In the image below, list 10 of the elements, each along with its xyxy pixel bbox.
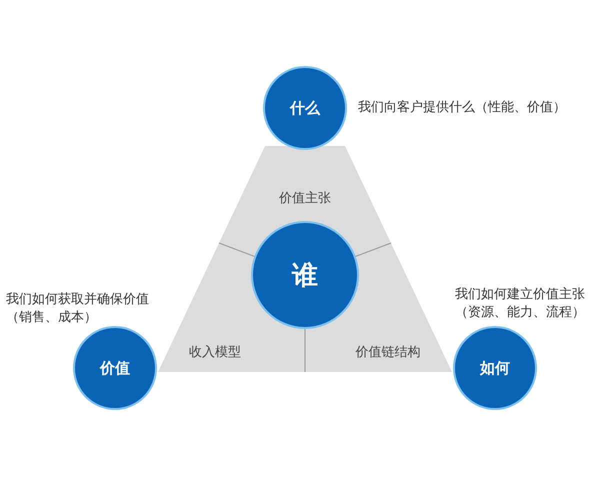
description-text: 我们如何获取并确保价值（销售、成本） (6, 291, 150, 327)
circle-node: 什么 (265, 68, 345, 148)
region-label: 价值主张 (279, 190, 331, 207)
circle-node: 价值 (75, 328, 155, 408)
triangle-panel (158, 146, 452, 372)
circle-node: 如何 (455, 328, 535, 408)
description-text: 我们向客户提供什么（性能、价值） (358, 99, 567, 117)
region-label: 收入模型 (189, 344, 241, 361)
description-text: 我们如何建立价值主张（资源、能力、流程） (455, 286, 586, 322)
region-label: 价值链结构 (356, 344, 420, 361)
